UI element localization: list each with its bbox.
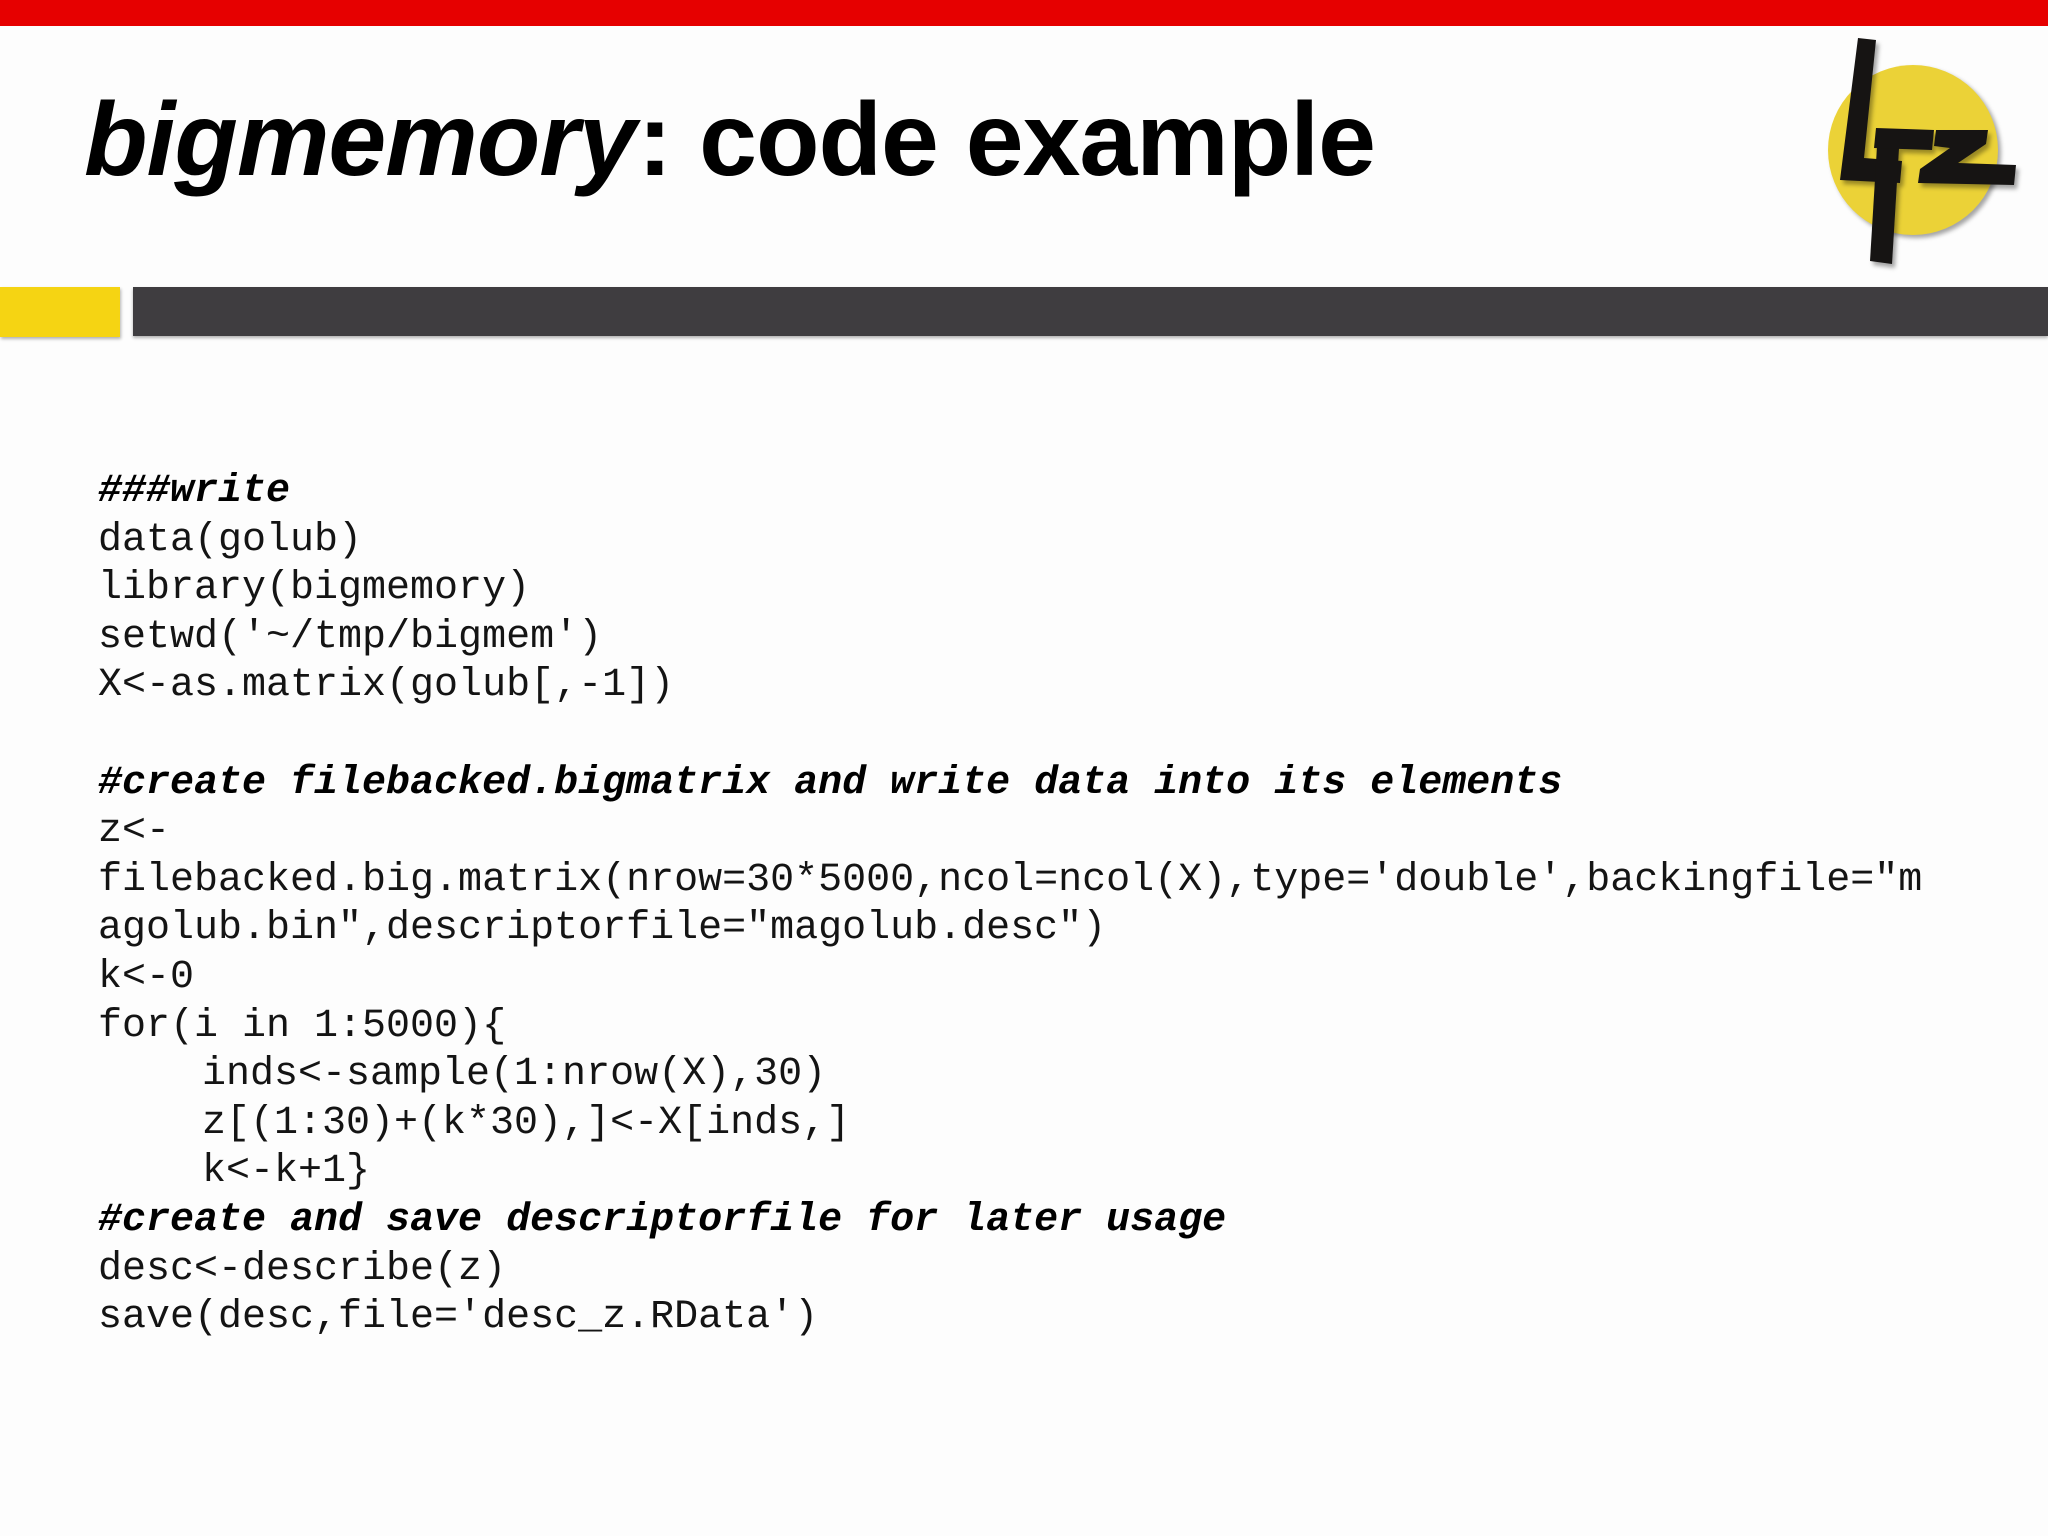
code-line: filebacked.big.matrix(nrow=30*5000,ncol=… xyxy=(98,857,1923,903)
code-line: inds<-sample(1:nrow(X),30) xyxy=(98,1052,827,1098)
code-line: z[(1:30)+(k*30),]<-X[inds,] xyxy=(98,1100,851,1146)
code-line: setwd('~/tmp/bigmem') xyxy=(98,614,603,660)
code-line: desc<-describe(z) xyxy=(98,1246,507,1292)
code-line: data(golub) xyxy=(98,517,363,563)
code-line: for(i in 1:5000){ xyxy=(98,1003,507,1049)
page-title: bigmemory: code example xyxy=(84,82,1376,198)
lrz-letter-z xyxy=(1918,130,2016,185)
yellow-accent-square xyxy=(0,287,120,337)
page-title-rest-part: : code example xyxy=(637,82,1376,198)
page-title-italic-part: bigmemory xyxy=(84,82,637,198)
code-comment-line: ###write xyxy=(98,469,291,514)
code-comment-line: #create filebacked.bigmatrix and write d… xyxy=(98,760,1563,806)
divider-bar xyxy=(133,287,2048,336)
lrz-logo-icon xyxy=(1818,26,2046,290)
code-line: save(desc,file='desc_z.RData') xyxy=(98,1295,819,1341)
code-line: k<-0 xyxy=(98,954,195,1000)
lrz-letter-r xyxy=(1870,130,1900,264)
lrz-letter-l xyxy=(1840,38,1902,183)
code-line: z<- xyxy=(98,809,171,855)
top-red-bar xyxy=(0,0,2048,26)
code-comment-line: #create and save descriptorfile for late… xyxy=(98,1197,1227,1243)
code-line: X<-as.matrix(golub[,-1]) xyxy=(98,663,675,709)
lrz-logo-circle xyxy=(1828,65,1998,235)
lrz-letter-r-arm xyxy=(1874,128,1934,150)
code-line: library(bigmemory) xyxy=(98,566,531,612)
code-line xyxy=(98,711,1922,760)
code-line: k<-k+1} xyxy=(98,1149,371,1195)
code-line: agolub.bin",descriptorfile="magolub.desc… xyxy=(98,906,1107,952)
